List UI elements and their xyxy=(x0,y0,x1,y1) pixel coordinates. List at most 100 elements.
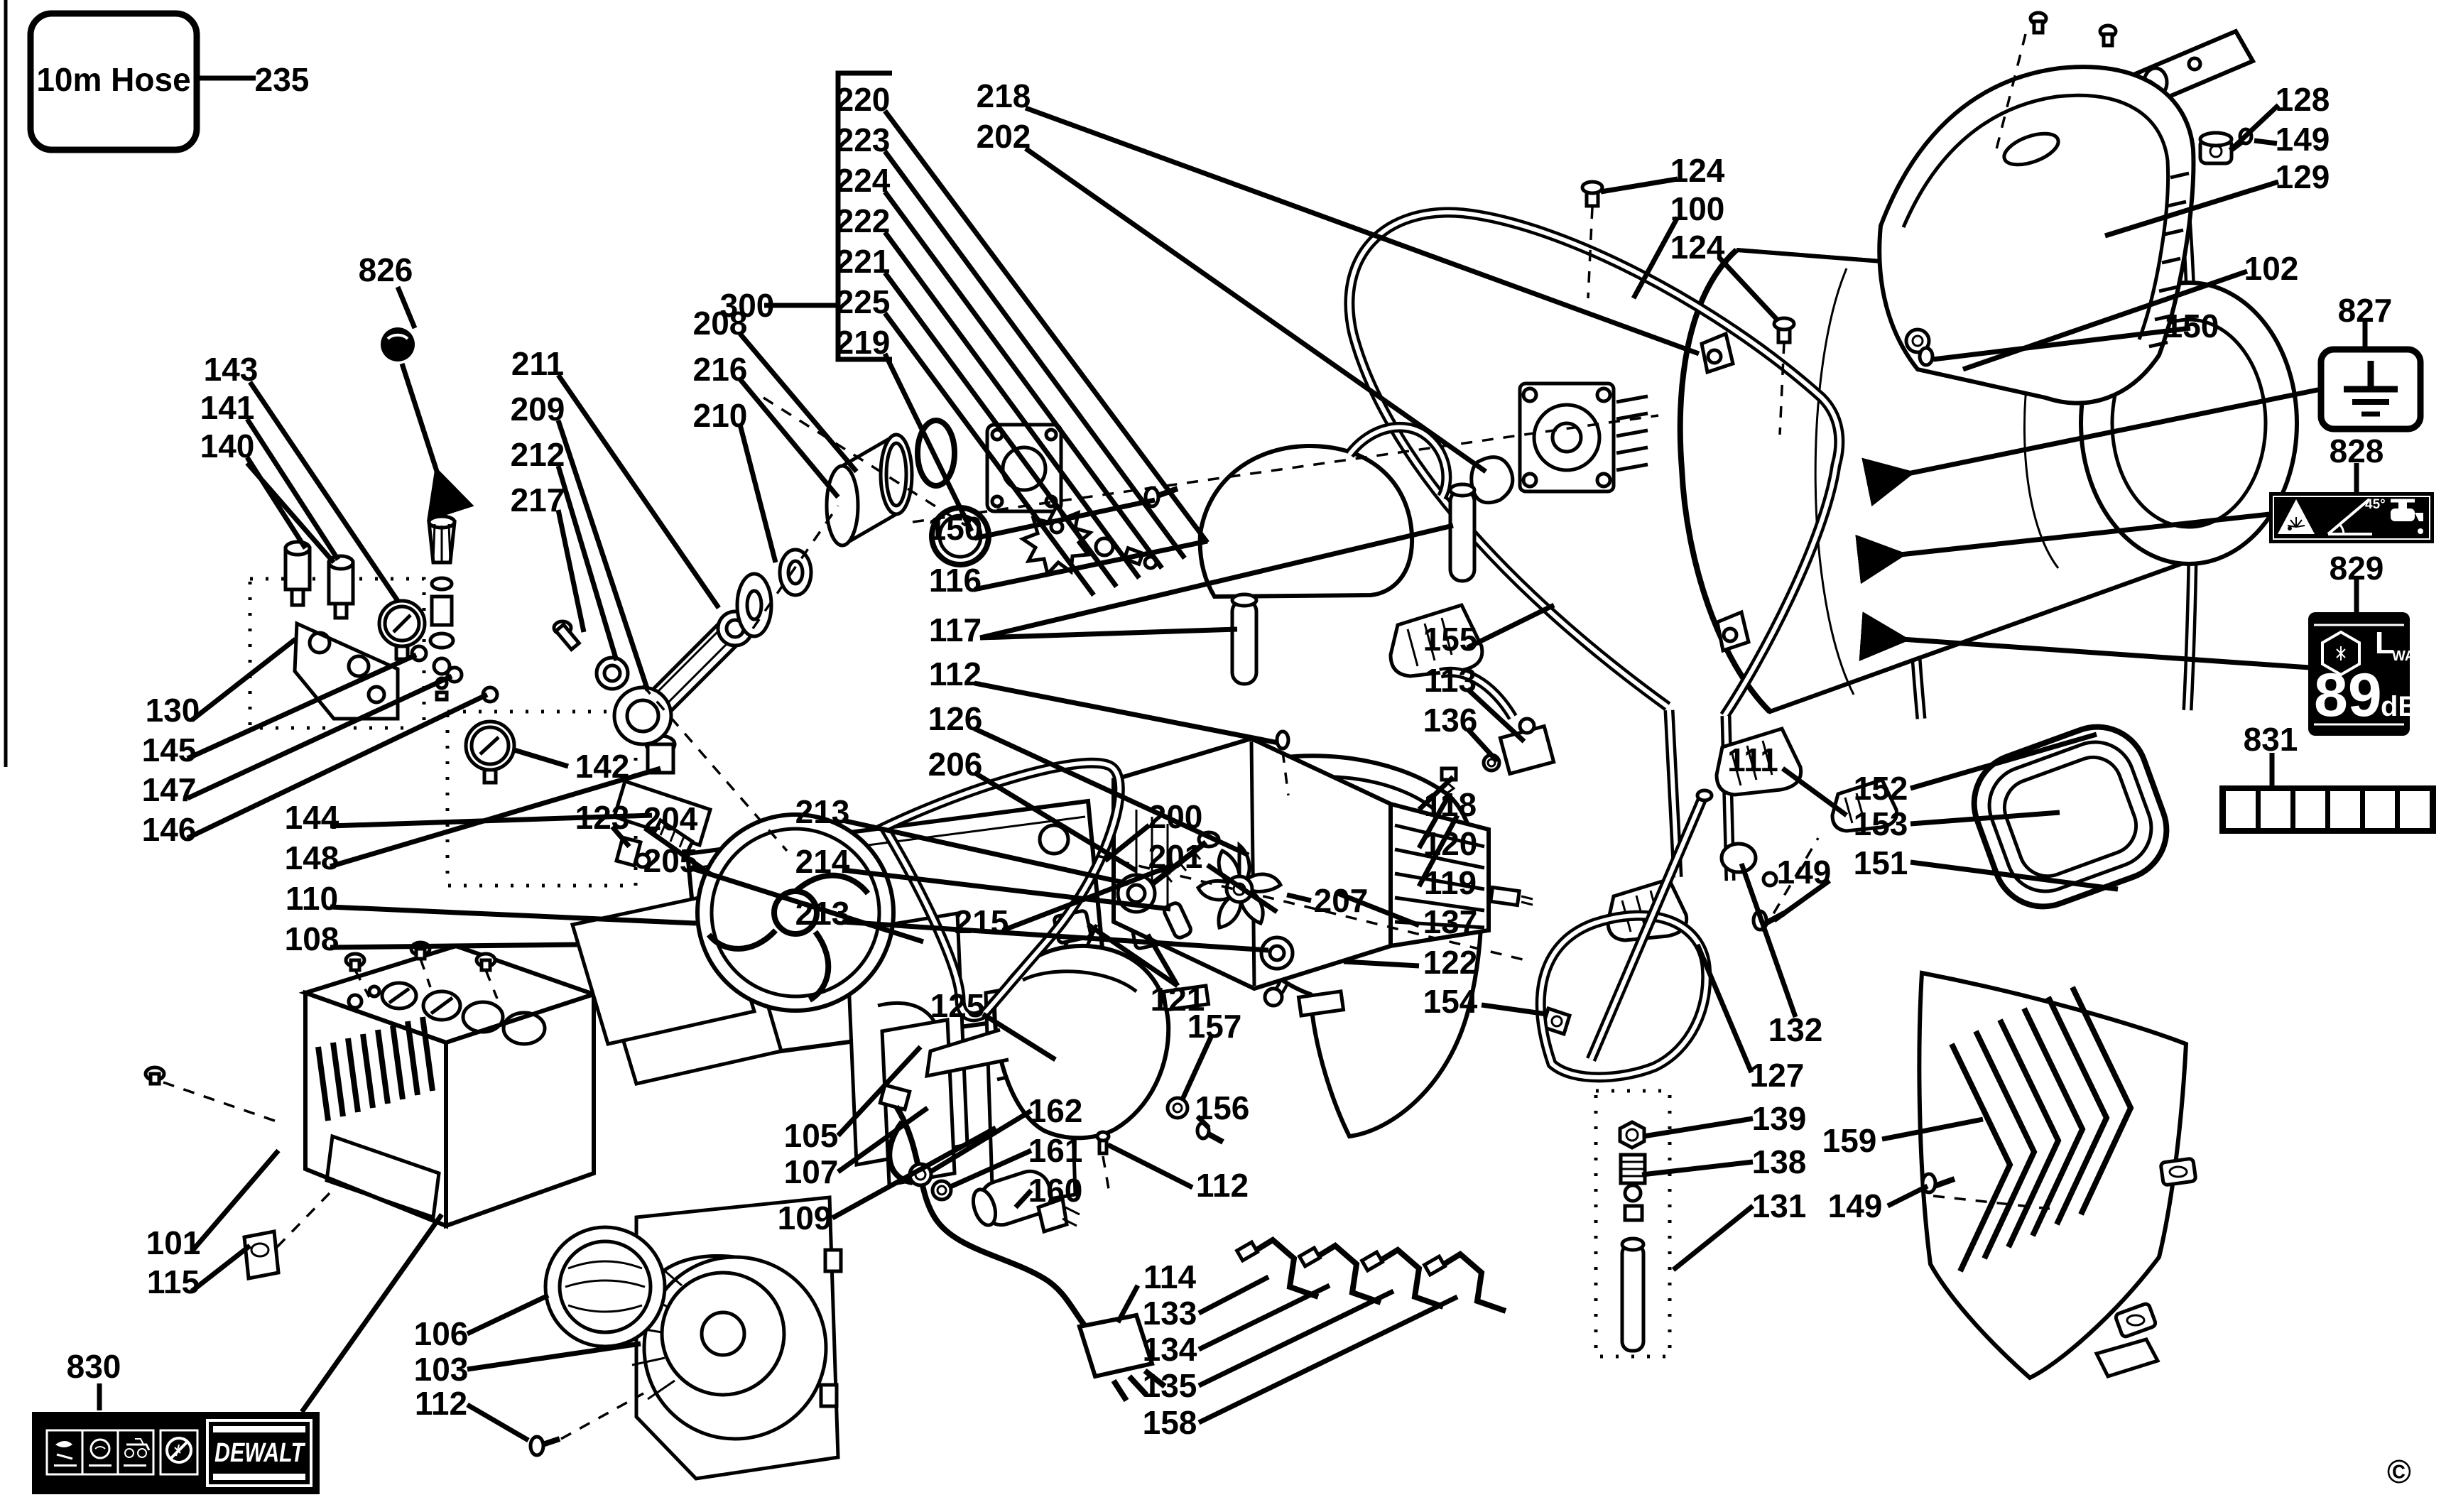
part-label-160: 160 xyxy=(1028,1172,1083,1209)
pump-shell-116 xyxy=(1197,443,1415,599)
leader-line xyxy=(1417,775,1455,812)
leader-line xyxy=(737,424,778,563)
leader-line xyxy=(1087,923,1179,988)
part-label-156: 156 xyxy=(1195,1089,1250,1126)
part-label-10m-hose: 10m Hose xyxy=(36,61,190,98)
part-label-141: 141 xyxy=(200,389,255,426)
leader-line xyxy=(245,418,340,561)
part-label-129: 129 xyxy=(2276,158,2330,195)
part-label-136: 136 xyxy=(1423,702,1478,739)
leader-line xyxy=(842,817,1129,886)
flywheel xyxy=(695,812,896,1013)
part-label-300: 300 xyxy=(720,287,775,324)
part-label-201: 201 xyxy=(1148,838,1203,875)
power-plug xyxy=(1077,1312,1155,1379)
leader-line xyxy=(2104,179,2280,239)
no-maintenance-icon xyxy=(165,1437,192,1464)
leader-line xyxy=(1343,959,1420,969)
ground-label-827 xyxy=(2317,346,2424,433)
cylinder-sleeve xyxy=(825,464,860,548)
dashed-axis-layer xyxy=(163,33,2050,1440)
leader-line xyxy=(186,652,418,761)
lwa-main: L xyxy=(2375,626,2394,660)
part-label-151: 151 xyxy=(1854,844,1908,881)
arrow-leader xyxy=(1861,386,2322,507)
lower-handle-and-checkvalve-group xyxy=(1535,788,1778,1359)
assembly-axis-dash xyxy=(163,1081,283,1125)
power-switch xyxy=(242,1229,281,1280)
leader-line xyxy=(1465,687,1526,744)
part-label-112: 112 xyxy=(1196,1167,1249,1204)
leader-line xyxy=(974,680,1279,746)
part-label-138: 138 xyxy=(1752,1143,1807,1180)
part-label-218: 218 xyxy=(977,77,1031,114)
o-ring xyxy=(915,418,957,489)
part-label-121: 121 xyxy=(1151,981,1205,1018)
part-label-127: 127 xyxy=(1750,1057,1805,1094)
leader-line xyxy=(1933,325,2191,362)
part-label-105: 105 xyxy=(784,1117,839,1154)
leader-line xyxy=(1013,1188,1033,1209)
assembly-axis-dash xyxy=(641,684,788,852)
leader-line xyxy=(1286,892,1312,903)
part-label-130: 130 xyxy=(146,692,200,729)
leader-line xyxy=(330,904,697,926)
leader-line xyxy=(1643,1116,1754,1139)
part-label-137: 137 xyxy=(1423,903,1478,940)
part-label-112: 112 xyxy=(415,1385,467,1422)
part-label-217: 217 xyxy=(511,482,565,518)
leader-line xyxy=(513,747,570,769)
leader-line xyxy=(1001,862,1175,933)
oil-free-icon xyxy=(89,1438,112,1467)
hose-callout-box xyxy=(27,10,200,153)
part-label-120: 120 xyxy=(1423,825,1478,862)
assembly-axis-dash xyxy=(763,396,967,527)
part-label-108: 108 xyxy=(285,920,339,957)
part-label-223: 223 xyxy=(836,121,891,158)
leader-line xyxy=(974,538,1208,592)
leader-line xyxy=(831,1125,997,1221)
part-label-146: 146 xyxy=(142,811,197,848)
leader-line xyxy=(1466,602,1555,651)
part-label-205: 205 xyxy=(643,842,698,879)
part-label-827: 827 xyxy=(2338,292,2393,329)
part-label-152: 152 xyxy=(1854,770,1908,807)
part-label-101: 101 xyxy=(146,1224,201,1261)
part-label-221: 221 xyxy=(836,243,891,280)
leader-line xyxy=(190,1244,252,1293)
leader-line xyxy=(883,271,1119,589)
part-label-110: 110 xyxy=(286,880,338,917)
crank-and-sleeve-group xyxy=(381,327,991,746)
drain-tap-icon xyxy=(2391,499,2423,534)
part-label-135: 135 xyxy=(1143,1367,1197,1404)
assembly-axis-dash xyxy=(484,969,499,999)
leader-line xyxy=(1910,859,2119,892)
airflow-icon xyxy=(54,1441,77,1467)
leader-line xyxy=(1781,766,1849,817)
part-label-215: 215 xyxy=(955,903,1009,940)
fan-shroud-125 xyxy=(991,943,1171,1141)
leader-line xyxy=(1641,1159,1754,1177)
part-label-145: 145 xyxy=(142,731,197,768)
part-label-147: 147 xyxy=(142,771,197,808)
brand-label-830: DEWALT xyxy=(32,1412,320,1494)
leader-line xyxy=(1115,1284,1141,1324)
leader-line xyxy=(883,109,1210,545)
leader-line xyxy=(556,374,721,609)
assembly-axis-dash xyxy=(912,414,1659,523)
leader-line xyxy=(1416,814,1460,888)
part-label-224: 224 xyxy=(836,162,891,199)
part-label-126: 126 xyxy=(928,700,983,737)
assembly-axis-dash xyxy=(354,969,371,998)
part-label-142: 142 xyxy=(575,748,630,785)
assembly-axis-dash xyxy=(1102,1155,1111,1194)
part-label-106: 106 xyxy=(414,1315,469,1352)
explosion-warning-icon xyxy=(2278,499,2315,534)
db-value: 89 xyxy=(2314,661,2382,729)
leader-line xyxy=(689,865,925,945)
leader-line xyxy=(555,464,619,662)
part-label-140: 140 xyxy=(200,428,255,464)
leader-line xyxy=(1910,731,2097,791)
part-label-826: 826 xyxy=(359,251,413,288)
